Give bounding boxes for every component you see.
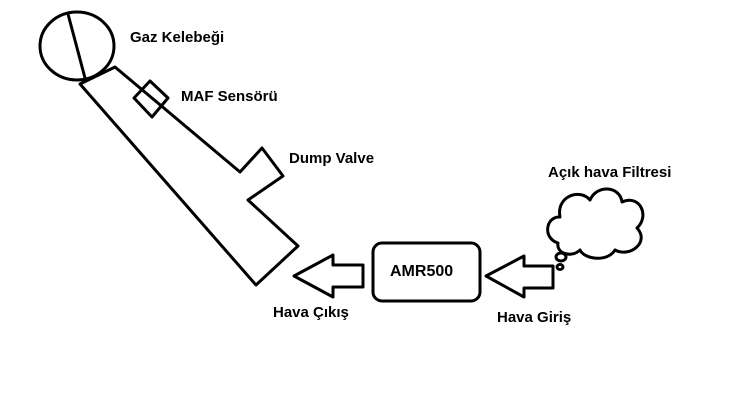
filter-cloud-shape (546, 187, 645, 260)
air-filter-cloud (546, 187, 645, 271)
throttle-plate (66, 12, 87, 80)
intake-pipe (78, 65, 300, 287)
label-amr500: AMR500 (390, 263, 453, 280)
label-air-out: Hava Çıkış (273, 304, 349, 321)
air-out-arrow (292, 253, 365, 299)
label-air-in: Hava Giriş (497, 309, 571, 326)
throttle-body (38, 10, 116, 82)
filter-bubble-small (555, 263, 565, 271)
label-open-air-filter: Açık hava Filtresi (548, 164, 671, 181)
maf-sensor-box (132, 79, 170, 119)
label-throttle: Gaz Kelebeği (130, 29, 224, 46)
label-maf-sensor: MAF Sensörü (181, 88, 278, 105)
throttle-circle (38, 10, 116, 82)
amr500-box (371, 241, 482, 303)
air-in-arrow (484, 254, 555, 299)
label-dump-valve: Dump Valve (289, 150, 374, 167)
filter-bubble-large (554, 251, 568, 263)
